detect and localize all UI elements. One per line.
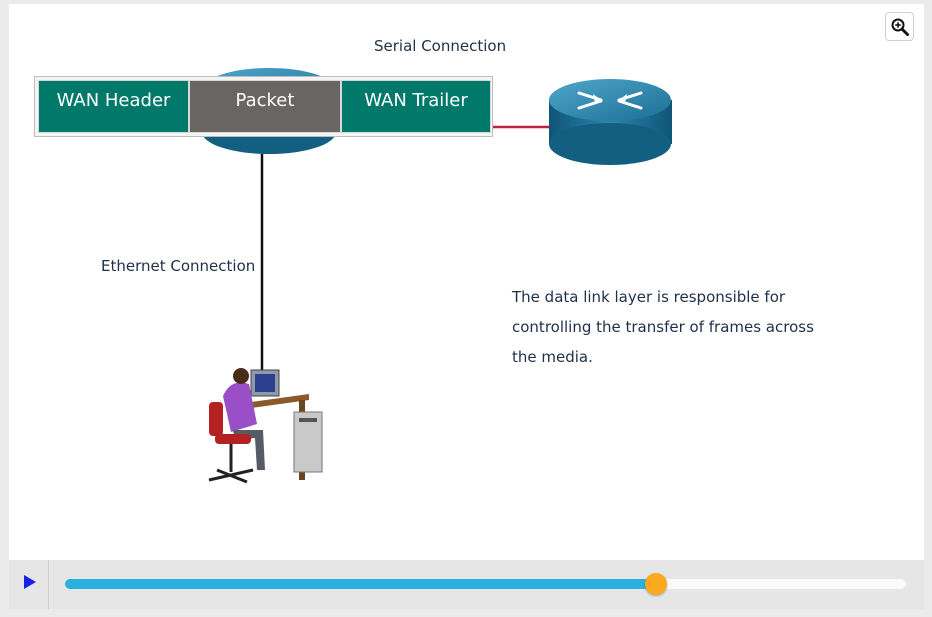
player-controls — [9, 560, 924, 609]
serial-connection-label: Serial Connection — [374, 37, 507, 55]
play-icon — [24, 575, 36, 589]
animation-frame: WAN Header Packet WAN Trailer Serial Con… — [9, 4, 924, 609]
wan-trailer-segment: WAN Trailer — [341, 80, 491, 133]
description-text: The data link layer is responsible for c… — [512, 288, 814, 366]
wan-frame-strip: WAN Header Packet WAN Trailer — [34, 76, 493, 137]
right-router-icon — [549, 79, 672, 165]
zoom-button[interactable] — [885, 12, 914, 41]
ethernet-connection-label: Ethernet Connection — [101, 257, 256, 275]
progress-track[interactable] — [65, 573, 906, 595]
packet-segment: Packet — [189, 80, 341, 133]
progress-thumb[interactable] — [645, 573, 668, 595]
zoom-in-icon — [891, 18, 909, 36]
diagram-stage: WAN Header Packet WAN Trailer Serial Con… — [9, 4, 924, 560]
progress-fill — [65, 579, 657, 589]
workstation-user-icon — [208, 368, 323, 484]
wan-header-segment: WAN Header — [38, 80, 189, 133]
play-button[interactable] — [9, 560, 49, 609]
